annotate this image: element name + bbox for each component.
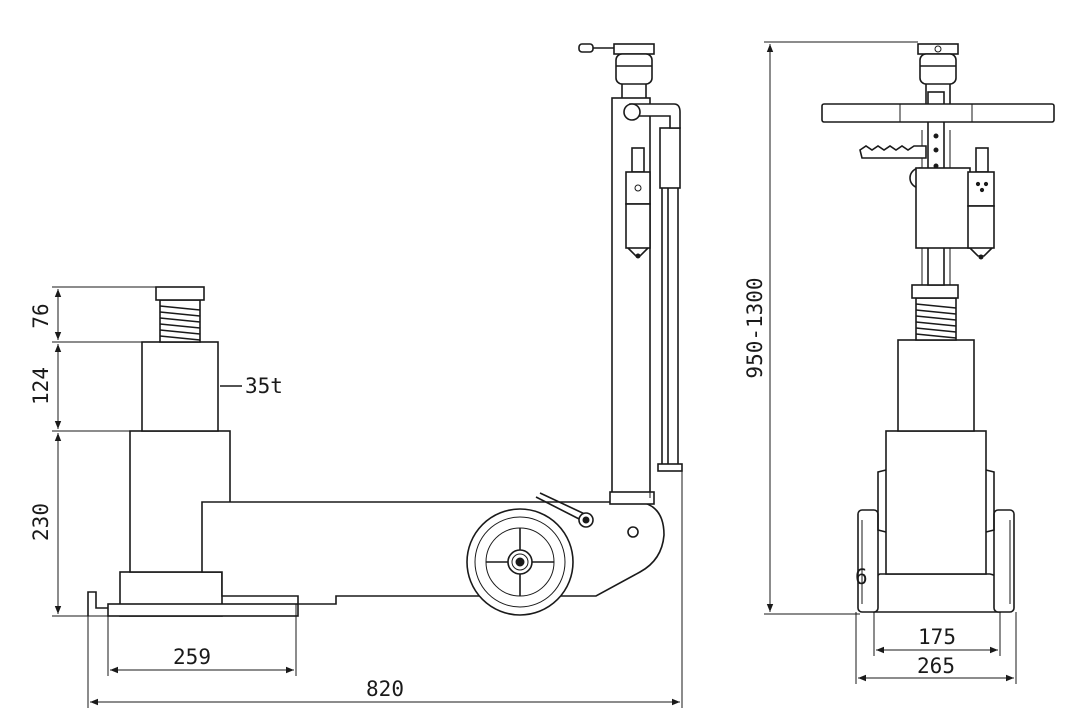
dim-label-265: 265	[917, 654, 955, 678]
front-ratchet-lever	[859, 145, 927, 159]
front-view-dimensions: 950-1300 175 265 6	[743, 41, 1017, 684]
dim-label-950-1300: 950-1300	[743, 277, 767, 378]
front-head	[919, 53, 957, 85]
handle-pole	[578, 43, 683, 505]
front-main-cylinder	[885, 430, 987, 575]
base-skid	[107, 603, 299, 617]
screw-extension	[159, 299, 201, 343]
front-wheel-right	[993, 509, 1015, 613]
dim-label-76: 76	[29, 303, 53, 328]
front-ram	[897, 339, 975, 432]
front-handle-bar	[821, 103, 1055, 123]
front-base	[873, 573, 1001, 613]
front-frame-right	[985, 469, 995, 533]
front-view	[821, 43, 1055, 613]
dim-label-175: 175	[918, 625, 956, 649]
ram-stage	[141, 341, 219, 432]
dim-label-259: 259	[173, 645, 211, 669]
chassis-pivot-hole	[627, 526, 639, 538]
front-hook	[87, 591, 108, 616]
wheel	[466, 508, 574, 616]
dim-label-124: 124	[29, 367, 53, 405]
dim-label-230: 230	[29, 503, 53, 541]
front-screw	[915, 297, 957, 341]
capacity-label: 35t	[245, 374, 283, 398]
dim-label-820: 820	[366, 677, 404, 701]
side-view: 35t	[87, 43, 683, 617]
front-valve	[967, 171, 995, 207]
front-frame-left	[877, 469, 887, 533]
front-saddle	[911, 284, 959, 299]
chassis-arm	[201, 501, 665, 605]
small-mark-label: 6	[855, 565, 868, 589]
saddle	[155, 286, 205, 301]
release-lever	[535, 492, 594, 528]
side-view-dimensions: 76 124 230 259 820	[29, 286, 683, 708]
front-valve-body	[915, 167, 971, 249]
front-wheel-left	[857, 509, 879, 613]
